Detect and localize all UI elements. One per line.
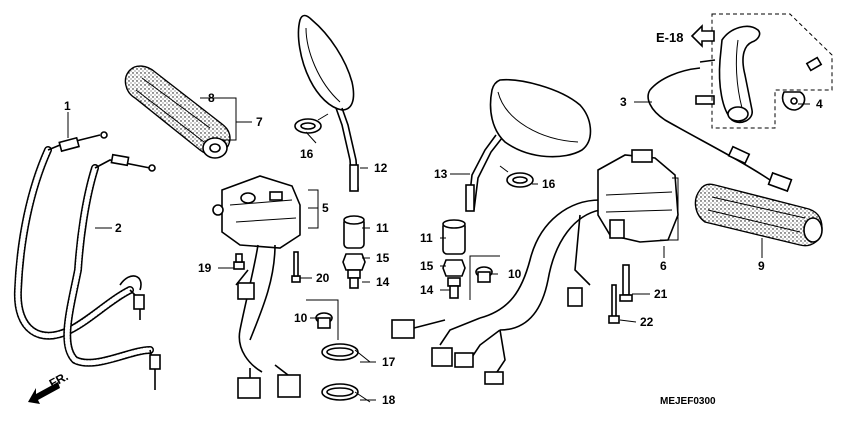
- callout-7: 7: [256, 115, 263, 129]
- callout-4: 4: [816, 97, 823, 111]
- callout-12: 12: [374, 161, 388, 175]
- callout-21: 21: [654, 287, 668, 301]
- bolt-14-right: [447, 277, 461, 299]
- callout-15-right: 15: [420, 259, 434, 273]
- callout-22: 22: [640, 315, 654, 329]
- reference-code: MEJEF0300: [660, 396, 716, 407]
- callout-20: 20: [316, 271, 330, 285]
- callout-14-left: 14: [376, 275, 390, 289]
- mirror-clip-left: [294, 113, 329, 134]
- nut-15-left: [342, 253, 366, 271]
- callout-1: 1: [64, 99, 71, 113]
- band-17: [321, 343, 371, 363]
- callout-6: 6: [660, 259, 667, 273]
- callout-2: 2: [115, 221, 122, 235]
- weight-11-left: [343, 215, 365, 249]
- callout-9: 9: [758, 259, 765, 273]
- left-mirror: [297, 14, 359, 192]
- callout-17: 17: [382, 355, 396, 369]
- section-ref-arrow: [690, 24, 715, 48]
- right-harness: [391, 199, 601, 385]
- weight-11-right: [442, 219, 466, 255]
- screw-21: [619, 264, 633, 302]
- right-mirror: [465, 78, 592, 212]
- callout-3: 3: [620, 95, 627, 109]
- choke-lever-box: [711, 13, 833, 129]
- right-grip: [694, 183, 823, 247]
- callout-labels: 1 2 3 4 5 6 7 8 9 10 10 10 11 11 12 13 1…: [47, 30, 823, 407]
- nut-15-right: [442, 259, 466, 277]
- callout-11-right: 11: [420, 231, 433, 245]
- callout-16-right: 16: [542, 177, 556, 191]
- callout-8: 8: [208, 91, 215, 105]
- screw-10-left: [315, 312, 333, 329]
- left-connectors: [237, 364, 301, 399]
- bolt-14-left: [347, 269, 361, 289]
- mirror-clip-right: [499, 165, 534, 188]
- screw-10-right: [475, 266, 493, 283]
- right-switch-housing: [597, 149, 679, 243]
- callout-13: 13: [434, 167, 448, 181]
- band-18: [321, 383, 371, 403]
- callout-10-left: 10: [294, 311, 308, 325]
- callout-19: 19: [198, 261, 212, 275]
- section-ref-label: E-18: [656, 30, 683, 45]
- leader-lines: [67, 97, 810, 401]
- callout-16-left: 16: [300, 147, 314, 161]
- callout-10-right: 10: [508, 267, 522, 281]
- callout-11-left: 11: [376, 221, 389, 235]
- screw-22: [608, 284, 620, 324]
- front-direction-arrow: [28, 382, 60, 404]
- left-grip: [124, 65, 231, 159]
- left-switch-housing: [212, 175, 301, 373]
- callout-15-left: 15: [376, 251, 390, 265]
- throttle-cables: [13, 131, 161, 390]
- choke-cable: [647, 59, 793, 193]
- callout-5: 5: [322, 201, 329, 215]
- screw-19: [233, 253, 245, 270]
- screw-20: [291, 251, 301, 283]
- callout-14-right: 14: [420, 283, 434, 297]
- callout-18: 18: [382, 393, 396, 407]
- screw-4: [781, 56, 823, 111]
